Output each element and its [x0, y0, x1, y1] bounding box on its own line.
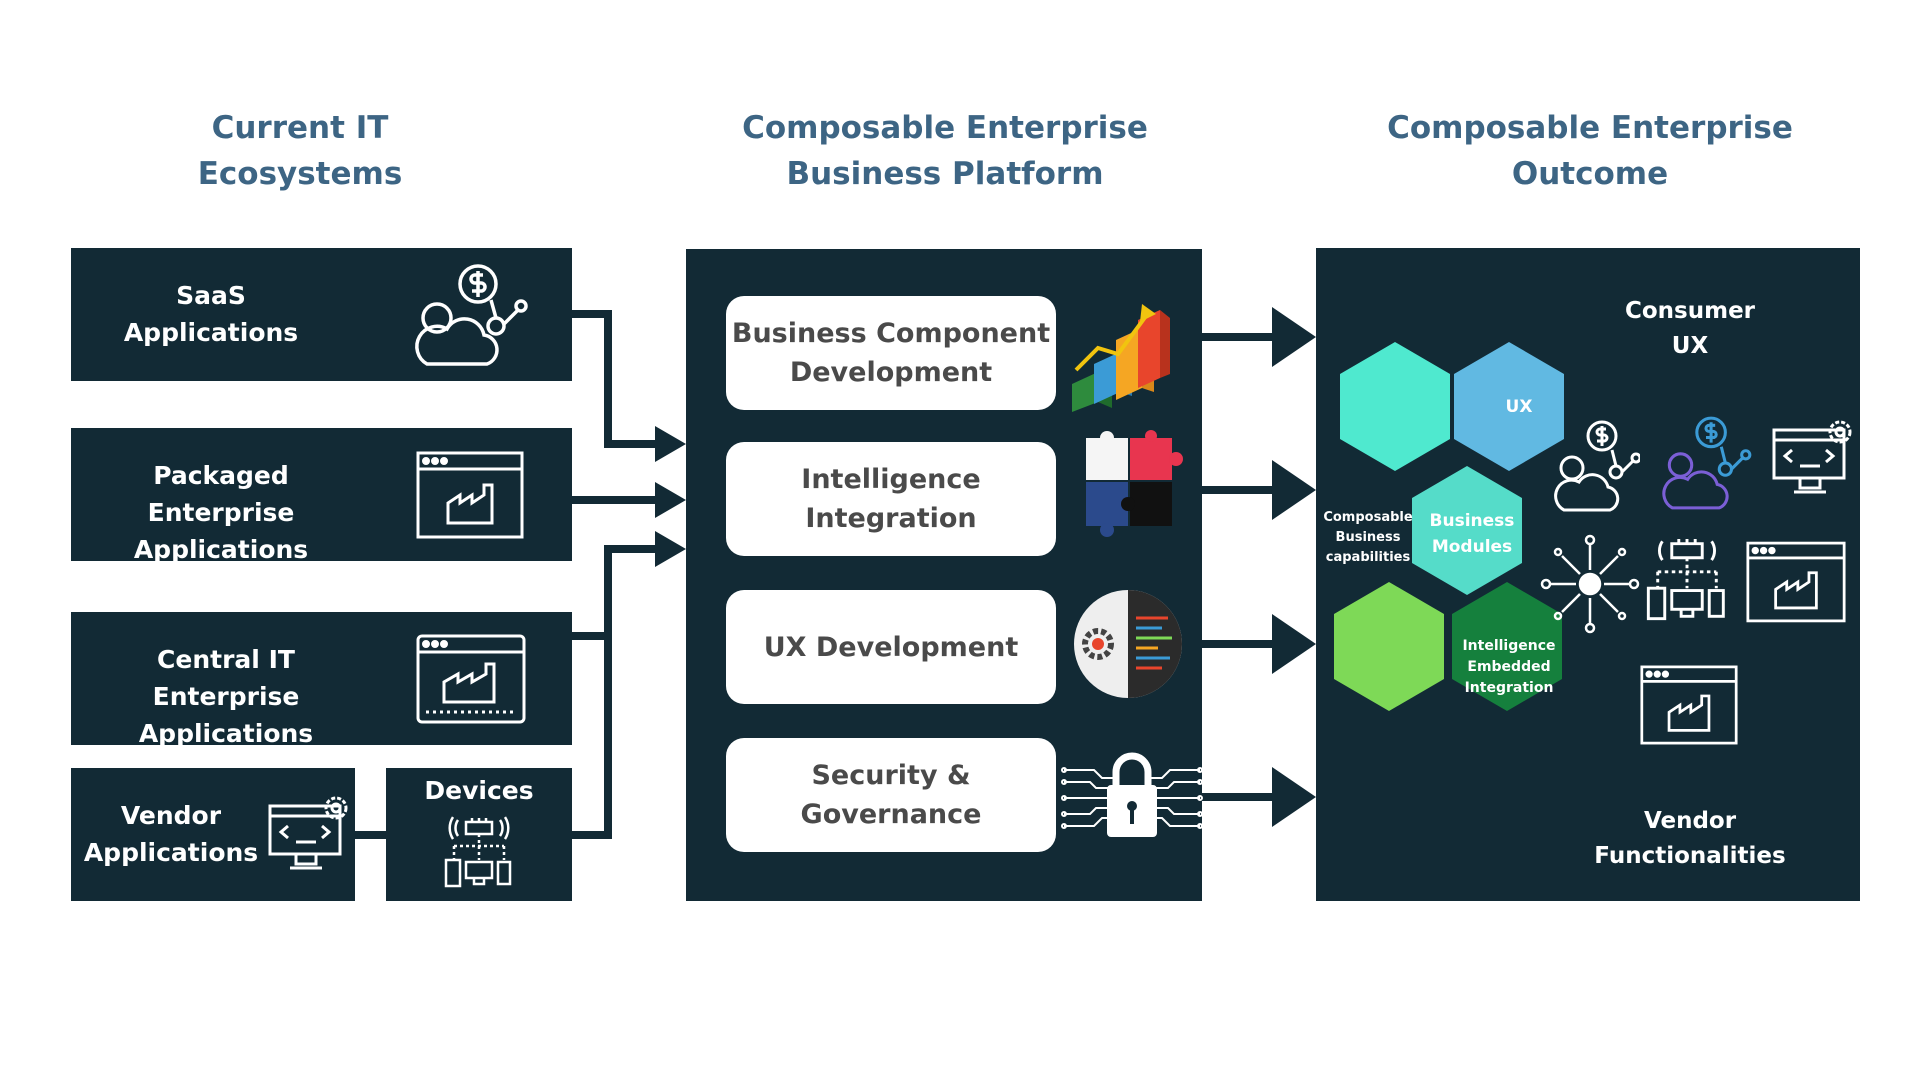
vendor-label: Vendor Applications — [83, 801, 259, 867]
circuit-lock-icon — [1061, 752, 1203, 837]
vendor-applications-box: Vendor Applications — [71, 768, 355, 901]
ux-development-card: UX Development — [726, 590, 1056, 704]
finance-cloud-icon — [415, 264, 528, 366]
code-gear-icon — [1074, 590, 1182, 698]
factory-window-icon — [416, 634, 526, 724]
puzzle-icon — [1086, 430, 1183, 537]
devices-network-icon — [444, 816, 512, 888]
bar-chart-3d-icon — [1072, 304, 1170, 412]
code-monitor-gear-icon — [1772, 420, 1852, 494]
composable-capabilities-label: Composable Business capabilities — [1323, 510, 1413, 565]
central-it-box: Central IT Enterprise Applications — [71, 612, 572, 748]
hex-cluster — [1334, 342, 1564, 711]
saas-applications-box: SaaS Applications — [71, 248, 572, 381]
business-component-card: Business Component Development — [726, 296, 1056, 410]
security-governance-card: Security & Governance — [726, 738, 1056, 852]
factory-window-icon — [1746, 541, 1846, 623]
intelligence-integration-card: Intelligence Integration — [726, 442, 1056, 556]
packaged-enterprise-box: Packaged Enterprise Applications — [71, 428, 572, 564]
devices-network-icon — [1646, 539, 1725, 621]
finance-cloud-icon — [1554, 420, 1640, 512]
devices-box: Devices — [386, 768, 572, 901]
factory-window-icon — [416, 451, 524, 539]
hex-ux-label: UX — [1505, 397, 1533, 417]
central-label: Central IT Enterprise Applications — [138, 645, 314, 748]
heading-platform: Composable Enterprise Business Platform — [742, 110, 1148, 192]
hub-network-icon — [1540, 534, 1640, 634]
business-modules-label: Business Modules — [1429, 511, 1515, 557]
code-monitor-gear-icon — [268, 796, 348, 870]
heading-current-it: Current IT Ecosystems — [197, 110, 403, 192]
consumer-ux-label: Consumer UX — [1624, 298, 1756, 359]
devices-label: Devices — [424, 776, 534, 805]
factory-window-icon — [1640, 665, 1738, 745]
vendor-functionalities-label: Vendor Functionalities — [1594, 808, 1786, 869]
packaged-label: Packaged Enterprise Applications — [133, 461, 309, 564]
finance-cloud-icon — [1662, 416, 1752, 510]
intelligence-embedded-label: Intelligence Embedded Integration — [1462, 638, 1556, 696]
heading-outcome: Composable Enterprise Outcome — [1387, 110, 1793, 192]
saas-label: SaaS Applications — [123, 281, 299, 347]
